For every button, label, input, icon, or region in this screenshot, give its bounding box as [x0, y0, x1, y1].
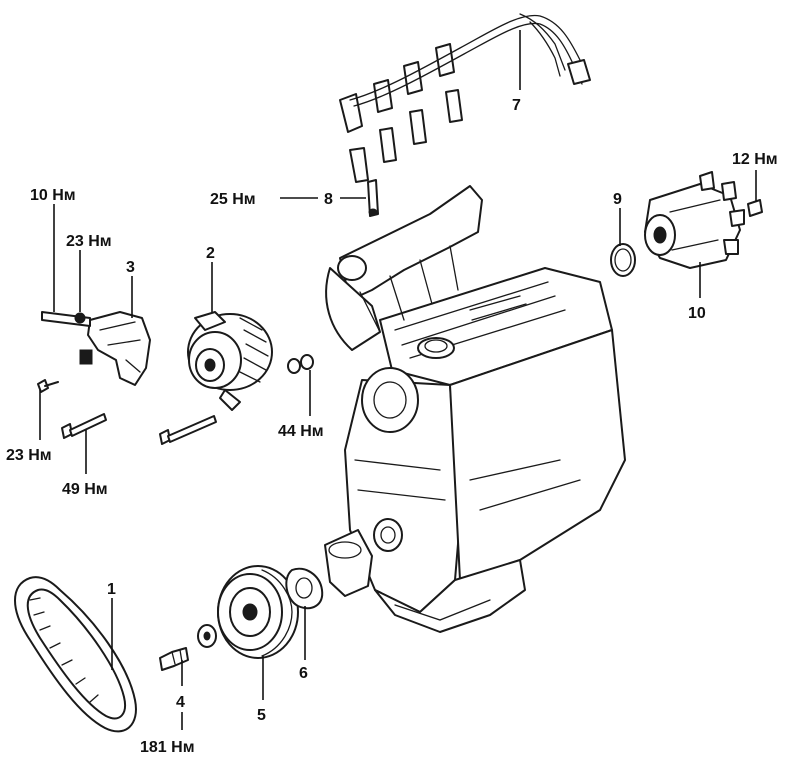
label-2: 2	[206, 245, 215, 262]
alternator-nuts	[287, 354, 314, 374]
crank-plate	[285, 567, 324, 610]
torque-44nm: 44 Нм	[278, 423, 324, 440]
torque-labels: 10 Нм 23 Нм 23 Нм 49 Нм 25 Нм 44 Нм 12 Н…	[6, 151, 778, 756]
ignition-wires	[339, 13, 591, 183]
label-6: 6	[299, 665, 308, 682]
spark-plug	[367, 179, 379, 217]
torque-12nm: 12 Нм	[732, 151, 778, 168]
distributor-o-ring	[610, 243, 636, 277]
crank-bolt	[159, 624, 217, 671]
torque-23nm-bottom: 23 Нм	[6, 447, 52, 464]
label-4: 4	[176, 694, 185, 711]
torque-23nm-top: 23 Нм	[66, 233, 112, 250]
label-10: 10	[688, 305, 706, 322]
distributor	[644, 171, 763, 269]
torque-10nm: 10 Нм	[30, 187, 76, 204]
bracket-bolts	[37, 379, 217, 445]
label-5: 5	[257, 707, 266, 724]
label-8: 8	[324, 191, 333, 208]
label-1: 1	[107, 581, 116, 598]
torque-49nm: 49 Нм	[62, 481, 108, 498]
label-7: 7	[512, 97, 521, 114]
part-labels: 1 2 3 4 5 6 7 8 9 10	[107, 97, 706, 724]
alternator	[187, 311, 273, 411]
drive-belt	[14, 576, 137, 733]
torque-25nm: 25 Нм	[210, 191, 256, 208]
label-3: 3	[126, 259, 135, 276]
leader-lines	[39, 30, 757, 730]
crankshaft-pulley	[217, 565, 299, 659]
torque-181nm: 181 Нм	[140, 739, 195, 756]
alternator-bracket	[41, 311, 151, 386]
label-9: 9	[613, 191, 622, 208]
engine-block	[324, 185, 626, 633]
